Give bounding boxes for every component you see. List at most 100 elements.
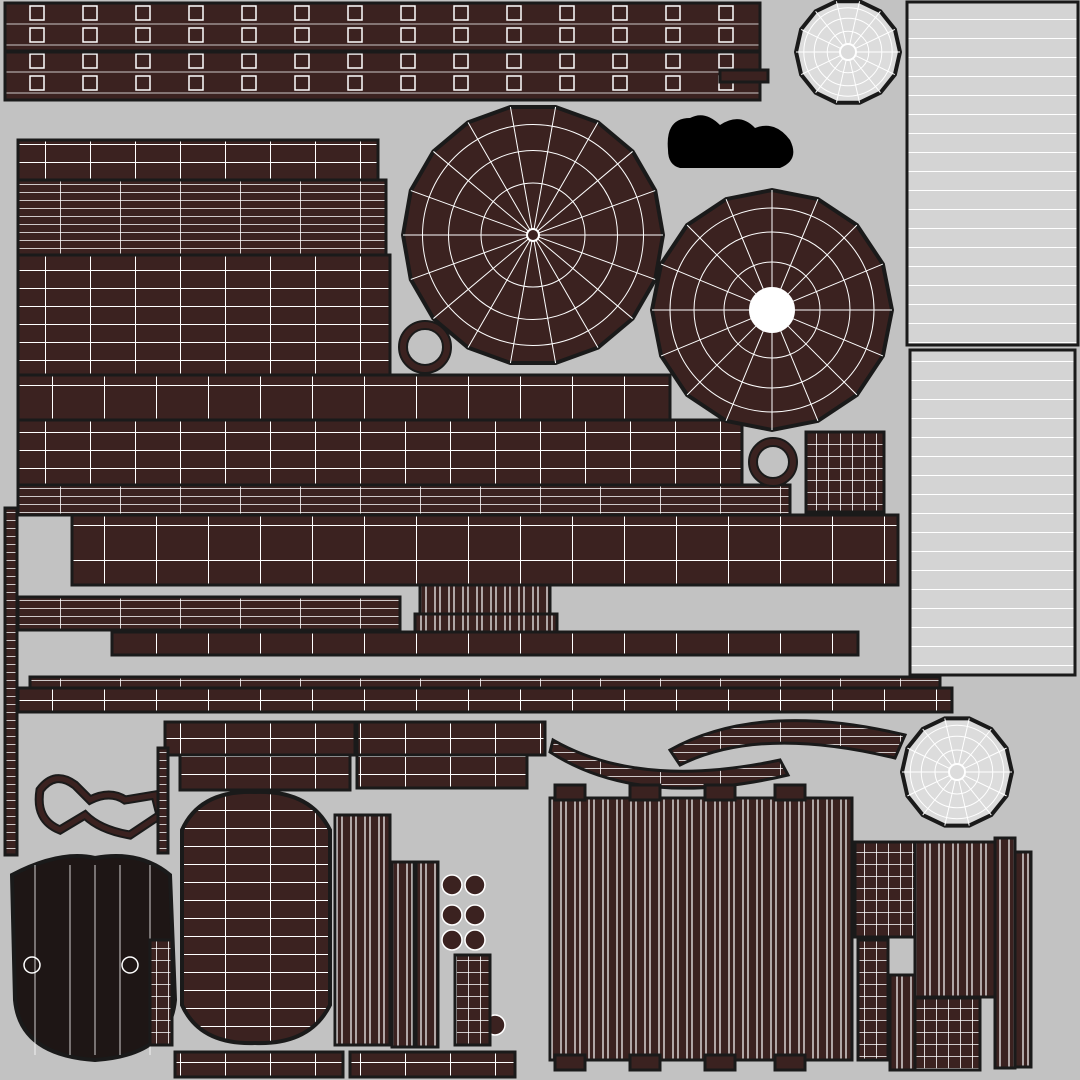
uv-wire-spoke	[686, 325, 757, 396]
uv-bolt	[121, 956, 139, 974]
uv-island-plank	[16, 483, 792, 517]
uv-island-small-strip	[148, 938, 174, 1047]
uv-island-tab	[553, 1053, 587, 1072]
uv-island-small-bar	[718, 68, 770, 84]
uv-island-rosette	[464, 929, 486, 951]
uv-wire-spoke	[787, 325, 858, 396]
uv-wire-spoke	[686, 224, 757, 295]
uv-island-light-panel	[905, 0, 1080, 347]
uv-wire-spoke	[433, 151, 529, 232]
uv-wire-ring	[422, 124, 644, 346]
uv-island-rosette	[441, 874, 463, 896]
uv-wire-spoke	[433, 238, 529, 319]
uv-island-plank	[110, 630, 860, 657]
uv-island-tab	[703, 1053, 737, 1072]
uv-wire-spoke	[410, 236, 528, 280]
uv-island-plank	[16, 253, 392, 377]
uv-wire-ring	[480, 182, 586, 288]
uv-island-plank	[418, 583, 552, 617]
uv-wire-spoke	[792, 317, 884, 357]
uv-island-grid-cluster	[804, 430, 886, 514]
uv-island-thin-post	[156, 746, 170, 855]
uv-island-bar	[348, 1050, 517, 1079]
uv-island-light-panel	[908, 348, 1077, 677]
uv-island-plank	[16, 595, 402, 632]
uv-bolt	[23, 956, 41, 974]
uv-island-cluster	[888, 973, 917, 1072]
uv-island-black-blob	[667, 115, 794, 168]
uv-island-cluster	[913, 996, 982, 1072]
uv-island-rosette	[441, 904, 463, 926]
uv-wire-spoke	[467, 239, 531, 348]
uv-island-plank	[16, 138, 380, 182]
uv-island-oval-panel	[180, 789, 332, 1046]
uv-wire-ring	[934, 749, 980, 795]
uv-island-arc	[548, 737, 791, 790]
uv-island-tab	[703, 783, 737, 802]
uv-island-tab	[628, 1053, 662, 1072]
uv-island-cluster	[853, 840, 917, 939]
uv-island-tall-strip	[333, 813, 392, 1047]
uv-wire-spoke	[537, 151, 633, 232]
uv-wire-spoke	[535, 122, 599, 231]
uv-island-tall-strip	[414, 860, 440, 1049]
uv-island-tall-strip	[390, 860, 416, 1049]
uv-island-cluster	[913, 840, 997, 999]
uv-wire-ring	[448, 150, 618, 320]
uv-wire-spoke	[660, 263, 752, 303]
uv-island-plank	[413, 612, 559, 634]
uv-island-bar	[355, 753, 529, 790]
uv-island-bar	[178, 753, 352, 792]
uv-island-rosette	[441, 929, 463, 951]
uv-wire-spoke	[725, 330, 765, 422]
uv-wire-spoke	[509, 106, 533, 230]
uv-wire-spoke	[779, 330, 819, 422]
uv-wire-ring	[909, 724, 1005, 820]
uv-island-tab	[553, 783, 587, 802]
uv-wire-spoke	[725, 198, 765, 290]
uv-island-top-strip	[3, 50, 762, 102]
uv-wire-ring	[693, 231, 851, 389]
uv-island-cluster	[856, 938, 890, 1062]
uv-disc-hub	[526, 228, 540, 242]
uv-island-arc	[667, 719, 908, 767]
uv-wire-ring	[803, 7, 893, 97]
uv-wire-spoke	[533, 240, 557, 364]
uv-wire-spoke	[538, 236, 656, 280]
uv-island-shield	[9, 854, 178, 1063]
uv-island-bar	[355, 720, 547, 757]
uv-wire-spoke	[467, 122, 531, 231]
uv-island-top-strip	[3, 1, 762, 53]
uv-wire-spoke	[533, 106, 557, 230]
uv-island-tab	[773, 783, 807, 802]
uv-island-plank	[16, 686, 954, 714]
uv-disc-hub	[749, 287, 795, 333]
uv-wire-spoke	[792, 263, 884, 303]
uv-wire-spoke	[535, 239, 599, 348]
uv-island-cluster	[993, 836, 1017, 1070]
uv-island-plank	[3, 506, 19, 857]
uv-wire-spoke	[660, 317, 752, 357]
uv-island-plank	[70, 513, 900, 587]
uv-wire-spoke	[410, 190, 528, 234]
uv-island-chain-loop	[36, 776, 163, 838]
uv-wire-ring	[813, 17, 883, 87]
uv-island-plank	[16, 418, 744, 487]
uv-island-rosette	[464, 904, 486, 926]
uv-island-tab	[628, 783, 662, 802]
uv-island-ring	[400, 322, 450, 372]
uv-disc-hub	[948, 763, 966, 781]
uv-wire-spoke	[779, 198, 819, 290]
uv-island-bar	[173, 1050, 345, 1079]
uv-wire-ring	[920, 735, 994, 809]
uv-island-tab	[773, 1053, 807, 1072]
uv-wire-ring	[669, 207, 875, 413]
uv-island-chain	[453, 953, 492, 1047]
uv-island-cluster	[1013, 850, 1033, 1069]
uv-island-striped-panel	[548, 796, 854, 1062]
uv-island-plank	[16, 373, 672, 422]
uv-wire-ring	[826, 30, 870, 74]
uv-island-rosette	[464, 874, 486, 896]
uv-wire-spoke	[509, 240, 533, 364]
